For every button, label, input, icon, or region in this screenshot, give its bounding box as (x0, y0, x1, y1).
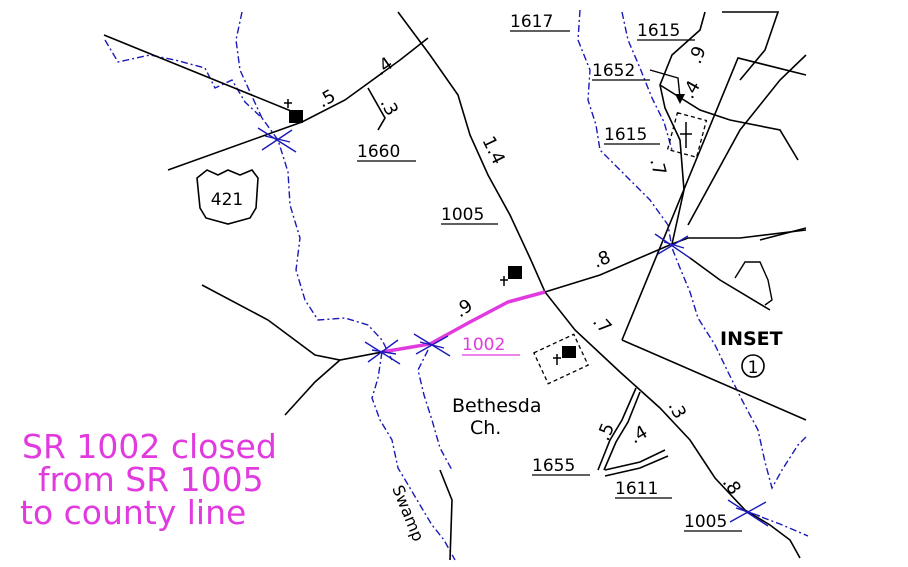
us421-shield: 421 (196, 169, 259, 225)
route-label-1615-top: 1615 (637, 21, 680, 41)
route-label-1005-south: 1005 (684, 512, 727, 532)
route-label-1652: 1652 (592, 61, 635, 81)
us421-road (103, 34, 297, 114)
mileage-label: .4 (626, 422, 651, 449)
road-1002-west (201, 284, 383, 361)
mileage-label: .9 (685, 43, 711, 66)
mileage-label: .7 (588, 311, 615, 338)
notice-line-3: to county line (20, 493, 246, 532)
road-top-right (722, 11, 780, 81)
road-east-diagonal (687, 54, 807, 226)
bridge-icon (727, 499, 769, 527)
mileage-label: .7 (645, 156, 670, 178)
road-east-lower (689, 257, 771, 311)
road-1660-spur (367, 87, 386, 131)
road-1611-b (604, 455, 669, 477)
closure-notice: SR 1002 closed from SR 1005 to county li… (20, 427, 277, 532)
mileage-label: .9 (451, 295, 477, 322)
inset-label: INSET (720, 328, 783, 350)
inset-number-circle (741, 354, 765, 378)
bridges (257, 127, 769, 527)
bridge-icon (364, 339, 401, 365)
road-1655-1611 (597, 387, 637, 471)
stream-swamp-branch (417, 349, 453, 471)
road-1615 (659, 84, 799, 161)
leader-arrow (649, 69, 681, 99)
mileage-label: .5 (314, 86, 339, 113)
route-label-1655: 1655 (532, 456, 575, 476)
mileage-label: .4 (371, 53, 397, 80)
roads (103, 11, 807, 561)
road-west-spur (284, 359, 341, 416)
bridge-icon (654, 233, 691, 259)
church-bethesda-icon (533, 333, 589, 385)
swamp-label: Swamp (388, 482, 428, 544)
church-name-line2: Ch. (470, 417, 501, 439)
road-1655-1611-b (603, 391, 641, 471)
mileage-label: .8 (590, 247, 614, 273)
church-name-line1: Bethesda (452, 395, 542, 417)
mileage-label: .3 (376, 94, 403, 119)
route-label-1660: 1660 (357, 142, 400, 162)
church-center (500, 266, 522, 286)
route-label-1617: 1617 (510, 12, 553, 32)
streams (104, 9, 809, 561)
leader-arrowhead (675, 94, 685, 104)
stream-north-branch (235, 11, 263, 119)
inset-pond (734, 261, 773, 306)
stream-east (577, 9, 809, 490)
stream-swamp (371, 351, 456, 561)
notice-line-1: SR 1002 closed (22, 427, 277, 466)
road-1002-east (544, 243, 673, 293)
closed-road-segment (381, 290, 546, 354)
road-1611 (604, 449, 666, 471)
route-labels: 1617 1615 1652 1615 1660 1005 1002 1655 … (357, 12, 742, 532)
mileage-label: .8 (718, 473, 745, 499)
route-label-1615: 1615 (604, 125, 647, 145)
inset-boundary (621, 57, 807, 421)
road-1005 (397, 11, 746, 511)
road-1005-south (744, 509, 801, 559)
road-swamp-spur (439, 469, 453, 561)
inset-number: 1 (748, 358, 759, 378)
road-far-east (759, 227, 807, 241)
bridge-icon (257, 127, 297, 153)
route-label-1611: 1611 (615, 479, 658, 499)
bridge-icon (413, 333, 451, 357)
route-label-1002: 1002 (462, 335, 505, 355)
route-label-1005: 1005 (441, 205, 484, 225)
road-east-main (671, 229, 807, 245)
mileage-label: .5 (593, 420, 619, 444)
road-east-north (659, 11, 706, 245)
stream-northeast (621, 11, 673, 151)
mileage-label: .3 (664, 397, 691, 422)
notice-line-2: from SR 1005 (38, 460, 264, 499)
us421-label: 421 (211, 190, 243, 210)
church-northwest (284, 99, 303, 123)
road-1660-west (167, 37, 429, 171)
